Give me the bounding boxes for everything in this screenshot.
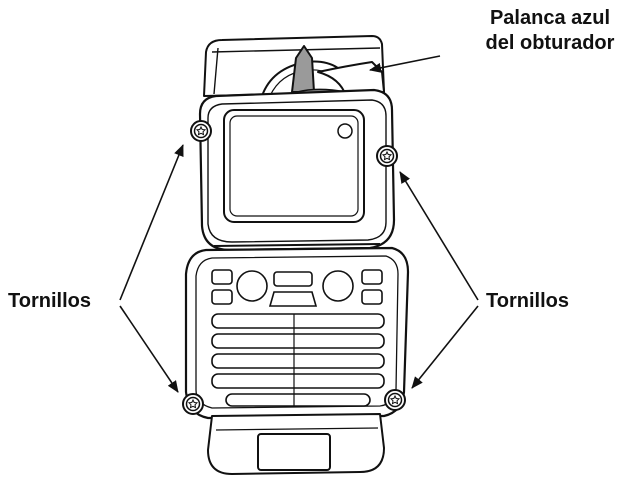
screw-icon (376, 145, 398, 167)
screws-label-left: Tornillos (8, 290, 91, 312)
screw-icon (182, 393, 204, 415)
arrow-icon (399, 171, 479, 301)
bottom-connector (207, 413, 385, 475)
shutter-lever-label-line2: del obturador (485, 32, 615, 54)
arrow-icon (411, 305, 479, 389)
screw-icon (384, 389, 406, 411)
screws-label-right: Tornillos (486, 290, 569, 312)
keypad (211, 269, 385, 407)
shutter-lever-label: Palanca azul del obturador (460, 6, 640, 56)
shutter-lever-label-line1: Palanca azul (489, 7, 611, 29)
display-window (223, 109, 365, 223)
arrow-icon (119, 305, 179, 393)
hinge (213, 243, 381, 247)
shutter-cover (317, 61, 385, 97)
screw-icon (190, 120, 212, 142)
arrow-icon (369, 55, 441, 73)
arrow-icon (119, 144, 184, 301)
